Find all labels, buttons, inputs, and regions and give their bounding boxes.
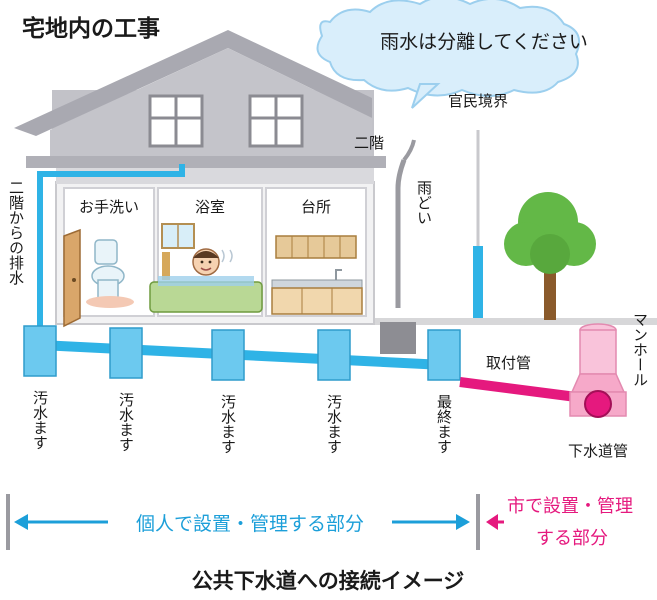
connection-pipe: [459, 377, 585, 403]
box-label-4: 汚水ます: [325, 394, 343, 454]
arrow-right-head: [456, 514, 470, 530]
rain-inlet: [380, 322, 416, 354]
kitchen-illustration: [271, 235, 363, 315]
sewer-main-cross-section: [584, 390, 612, 418]
manhole: [569, 323, 627, 418]
public-section-line2: する部分: [536, 528, 608, 549]
toilet-door: [63, 228, 81, 328]
kitchen-cabinet: [275, 235, 357, 259]
page-title: 宅地内の工事: [22, 15, 160, 42]
roof: [14, 30, 372, 136]
private-section-label: 個人で設置・管理する部分: [136, 513, 364, 535]
cloud-text: 雨水は分離してください: [380, 31, 588, 53]
floor-slab: [26, 156, 386, 168]
upper-drain-label: 二階からの排水: [7, 180, 25, 285]
room-label-bath: 浴室: [195, 198, 225, 216]
upper-drain-pipe: [37, 164, 185, 326]
callout-cloud: [316, 0, 580, 109]
room-label-toilet: お手洗い: [79, 198, 139, 216]
downspout-label: 雨どい: [415, 180, 433, 225]
bath-illustration: [149, 223, 263, 313]
bathtub: [149, 281, 263, 313]
boundary-riser: [473, 246, 483, 318]
manhole-label: マンホール: [631, 312, 649, 387]
connection-pipe-label: 取付管: [486, 354, 531, 372]
upper-window-left: [148, 94, 204, 148]
arrow-left-head: [14, 514, 28, 530]
room-label-kitchen: 台所: [301, 198, 331, 216]
box-label-3: 汚水ます: [219, 394, 237, 454]
public-arrow-head: [486, 514, 498, 530]
tree: [504, 192, 596, 320]
upper-window-right: [248, 94, 304, 148]
kitchen-counter: [271, 287, 363, 315]
inspection-box-2: [109, 327, 143, 379]
inspection-box-final: [427, 329, 461, 381]
public-section-line1: 市で設置・管理: [507, 496, 633, 517]
box-label-2: 汚水ます: [117, 392, 135, 452]
inspection-box-1: [23, 325, 57, 377]
boundary-label: 官民境界: [448, 92, 508, 110]
inspection-box-3: [211, 329, 245, 381]
second-floor-label: 二階: [354, 134, 384, 152]
caption: 公共下水道への接続イメージ: [192, 569, 465, 593]
downspout: [395, 159, 407, 308]
box-label-1: 汚水ます: [31, 390, 49, 450]
box-label-final: 最終ます: [435, 394, 453, 454]
sewer-pipe-label: 下水道管: [568, 442, 628, 460]
inspection-box-4: [317, 329, 351, 381]
toilet-illustration: [63, 228, 134, 328]
